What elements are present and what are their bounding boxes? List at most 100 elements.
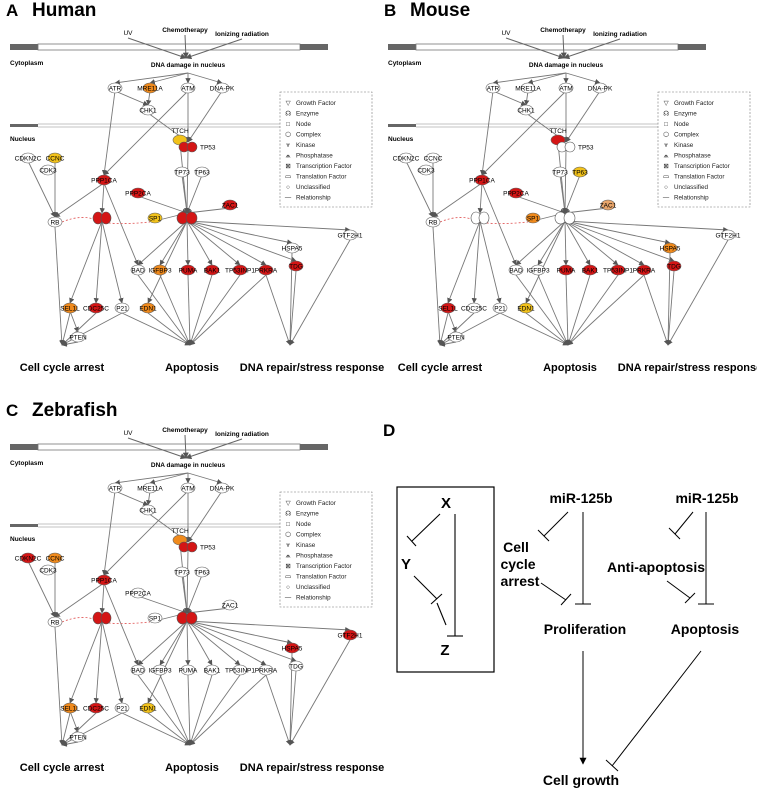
outcome-edge <box>665 270 675 346</box>
node-tp73 <box>552 166 568 178</box>
label-ttch: TTCH <box>549 128 567 135</box>
panel-letter: B <box>384 1 396 20</box>
legend-item: Growth Factor <box>296 500 336 507</box>
pathway-edge <box>559 174 568 214</box>
node-p21 <box>114 302 130 314</box>
outcome-edge <box>137 274 191 346</box>
membrane-right <box>300 44 328 50</box>
pathway-edge <box>564 220 675 262</box>
pathway-edge <box>432 182 483 218</box>
node-cdkn2c <box>398 152 414 164</box>
label-gtf2h1: GTF2H1 <box>716 233 741 240</box>
node-mre11a <box>142 82 158 94</box>
node-sel1l <box>62 702 78 714</box>
stimulus-edge <box>185 38 243 60</box>
mir125b-right: miR-125b <box>675 490 738 506</box>
protein-interaction-edge <box>439 217 529 224</box>
stimulus-uv: UV <box>123 30 133 37</box>
cell-membrane <box>37 43 301 51</box>
nucleus-label: Nucleus <box>10 136 36 143</box>
node-tp53inp1 <box>232 664 248 676</box>
label-ppp2ca: PPP2CA <box>503 191 529 198</box>
node-cdc25c <box>88 702 104 714</box>
pathway-edge <box>471 220 481 304</box>
legend-icon: — <box>285 595 292 602</box>
legend-icon: ☊ <box>285 111 291 118</box>
node-hspa5 <box>284 242 300 254</box>
pathway-edge <box>184 549 190 614</box>
legend-icon: ▽ <box>664 100 669 107</box>
outcome-edge <box>287 670 297 746</box>
dna-damage-node: DNA damage in nucleus <box>529 62 604 69</box>
outcome-edge <box>159 674 191 746</box>
node-cdk3 <box>40 164 56 176</box>
legend: ▽Growth Factor☊Enzyme□Node⬡Complex⩔Kinas… <box>279 491 373 608</box>
legend-item: Phosphatase <box>296 553 333 560</box>
label-ppp1ca: PPP1CA <box>91 178 117 185</box>
label-cdc25c: CDC25C <box>83 306 109 313</box>
pathway-edge <box>54 182 105 218</box>
node-ccnc <box>425 152 441 164</box>
label-bad: BAD <box>131 668 145 675</box>
pathway-edge <box>114 72 189 86</box>
node-tdg <box>288 260 304 272</box>
node-tp63 <box>194 166 210 178</box>
node-atr <box>107 482 123 494</box>
node-atr <box>485 82 501 94</box>
node-p21 <box>492 302 508 314</box>
membrane-left <box>388 44 416 50</box>
label-hspa5: HSPA5 <box>660 246 681 253</box>
legend-icon: ⬡ <box>285 132 291 139</box>
pathway-edge <box>186 574 203 614</box>
proliferation-label: Proliferation <box>544 621 626 637</box>
pathway-edge <box>185 620 191 666</box>
node-complex-right <box>185 211 198 225</box>
label-sel1l: SEL1L <box>60 306 80 313</box>
label-sel1l: SEL1L <box>438 306 458 313</box>
nucleus-label: Nucleus <box>10 536 36 543</box>
node-sp1 <box>147 612 163 624</box>
outcome-edge <box>499 312 569 346</box>
node-chk1 <box>140 104 156 116</box>
pathway-edge <box>146 90 152 106</box>
label-p21: P21 <box>494 306 506 313</box>
node-igfbp3 <box>530 264 546 276</box>
pathway-edge <box>564 220 671 245</box>
pathway-edge <box>564 174 581 214</box>
pathway-edge <box>492 90 527 106</box>
legend-icon: ⊠ <box>663 163 668 170</box>
cell-membrane <box>415 43 679 51</box>
node-z: Z <box>440 642 449 659</box>
outcome-edge <box>438 312 449 346</box>
outcome-cell-cycle-arrest: Cell cycle arrest <box>20 362 105 374</box>
node-sel1l <box>440 302 456 314</box>
label-tp53inp1: TP53INP1 <box>603 268 633 275</box>
legend-item: Enzyme <box>674 111 697 118</box>
legend-item: Node <box>296 521 312 528</box>
legend-icon: ▭ <box>663 174 669 181</box>
node-rb <box>425 216 441 228</box>
pathway-edge <box>184 149 190 214</box>
nuclear-membrane-left <box>10 124 38 127</box>
label-ppp2ca: PPP2CA <box>125 191 151 198</box>
label-edn1: EDN1 <box>517 306 535 313</box>
outcome-edge <box>667 239 729 346</box>
label-edn1: EDN1 <box>139 306 157 313</box>
pathway-edge <box>515 220 566 266</box>
outcome-edge <box>515 274 569 346</box>
outcome-edge <box>187 674 193 746</box>
node-p21 <box>114 702 130 714</box>
outcome-edge <box>439 312 475 346</box>
label-dnapk: DNA-PK <box>588 86 613 93</box>
node-x: X <box>441 495 451 512</box>
pathway-edge <box>515 195 566 214</box>
label-puma: PUMA <box>179 668 198 675</box>
node-atm <box>180 82 196 94</box>
node-sp1 <box>147 212 163 224</box>
pathway-edge <box>101 220 124 304</box>
node-tp63 <box>194 566 210 578</box>
pathway-edge <box>137 595 188 614</box>
anti-apoptosis-label: Anti-apoptosis <box>607 559 705 575</box>
legend-item: Kinase <box>296 142 316 149</box>
